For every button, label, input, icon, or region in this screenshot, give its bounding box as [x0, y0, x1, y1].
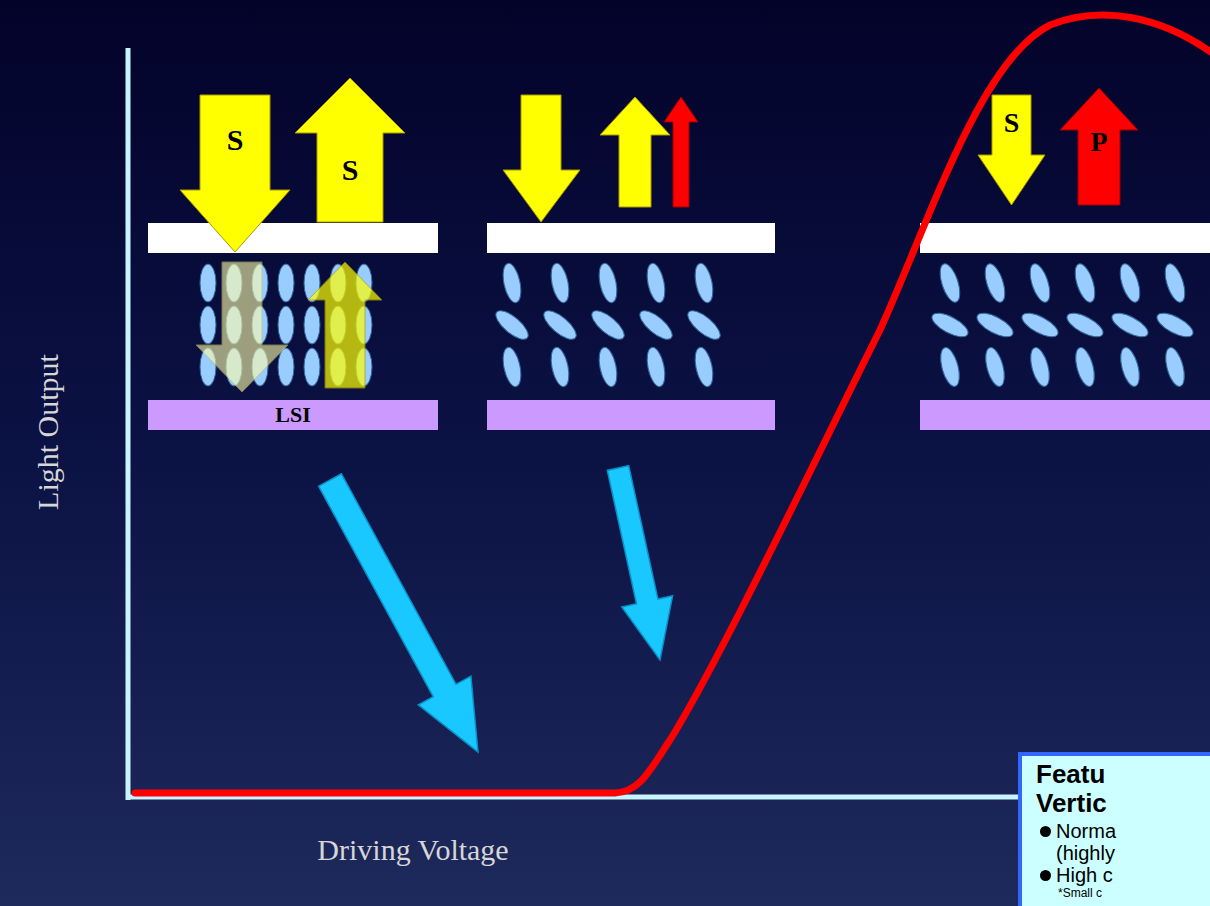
lc-molecule — [929, 309, 972, 342]
lc-molecule — [1064, 309, 1107, 342]
lc-molecule — [974, 309, 1017, 342]
lc-molecule — [1161, 262, 1189, 305]
lc-molecule — [937, 346, 963, 389]
arrow-shape — [1060, 88, 1138, 205]
lc-molecule — [1026, 262, 1054, 305]
lc-molecule — [1019, 309, 1062, 342]
lc-molecule — [636, 306, 677, 344]
lc-molecule — [644, 346, 668, 388]
polarized-light-arrow: S — [295, 78, 405, 222]
lc-molecule — [644, 262, 668, 304]
lc-molecule — [540, 306, 581, 344]
lc-molecule — [588, 306, 629, 344]
lsi-substrate: LSI — [148, 400, 438, 430]
lc-molecule — [278, 306, 294, 344]
arrow-label: S — [180, 123, 290, 157]
bullet-text: High c — [1056, 864, 1210, 886]
polarized-light-arrow: S — [978, 95, 1045, 205]
lc-molecule — [278, 264, 294, 302]
lc-molecule — [548, 346, 572, 388]
arrow-label: P — [1060, 126, 1138, 158]
lc-molecule — [200, 264, 216, 302]
lc-molecule — [1154, 309, 1197, 342]
glass-plate — [487, 223, 775, 253]
arrow-label: S — [295, 153, 405, 187]
lsi-substrate — [920, 400, 1210, 430]
lc-molecule — [500, 262, 524, 304]
lc-molecule — [1117, 346, 1143, 389]
polarized-light-arrow: S — [180, 95, 290, 252]
lc-molecule — [596, 262, 620, 304]
arrow-outline — [295, 78, 405, 222]
footnote-text: *Small c — [1058, 886, 1208, 900]
pointer-arrow — [607, 466, 672, 660]
pointer-arrow — [319, 474, 478, 752]
lsi-substrate — [487, 400, 775, 430]
lc-molecule — [1116, 262, 1144, 305]
p-light-arrow — [664, 97, 698, 207]
lc-molecule — [981, 262, 1009, 305]
axis-title: Light Output — [31, 354, 65, 510]
light-path-arrow — [196, 262, 288, 392]
reflected-light-arrow — [600, 97, 670, 207]
lc-molecule — [492, 306, 533, 344]
bullet-dot — [1040, 826, 1051, 837]
feature-callout: Featu VerticNorma (highlyHigh c*Small c — [1018, 752, 1210, 906]
axis-title: Driving Voltage — [317, 833, 508, 867]
arrow-shape — [295, 78, 405, 222]
lc-molecule — [1109, 309, 1152, 342]
bullet-text: Norma (highly — [1056, 820, 1146, 864]
lc-molecule — [692, 346, 716, 388]
incident-light-arrow — [503, 95, 580, 222]
lc-molecule — [500, 346, 524, 388]
arrow-label: LSI — [148, 400, 438, 430]
response-curve — [135, 15, 1210, 793]
lc-molecule — [1071, 262, 1099, 305]
lc-molecule — [982, 346, 1008, 389]
arrow-outline — [180, 95, 290, 252]
glass-plate — [148, 223, 438, 253]
arrow-shape — [978, 95, 1045, 205]
lc-molecule — [548, 262, 572, 304]
light-path-arrow — [308, 262, 382, 388]
lc-molecule — [692, 262, 716, 304]
glass-plate — [920, 223, 1210, 253]
lc-molecule — [1027, 346, 1053, 389]
lc-molecule — [304, 306, 320, 344]
lc-molecule — [1072, 346, 1098, 389]
polarized-light-arrow: P — [1060, 88, 1138, 205]
lc-molecule — [304, 348, 320, 386]
arrow-shape — [180, 95, 290, 252]
callout-heading: Featu Vertic — [1036, 760, 1148, 818]
lc-molecule — [596, 346, 620, 388]
lc-molecule — [200, 306, 216, 344]
lc-molecule — [1162, 346, 1188, 389]
lc-molecule — [278, 348, 294, 386]
lc-molecule — [936, 262, 964, 305]
bullet-dot — [1040, 870, 1051, 881]
lc-molecule — [684, 306, 725, 344]
y-axis — [126, 48, 131, 800]
arrow-label: S — [978, 107, 1045, 139]
